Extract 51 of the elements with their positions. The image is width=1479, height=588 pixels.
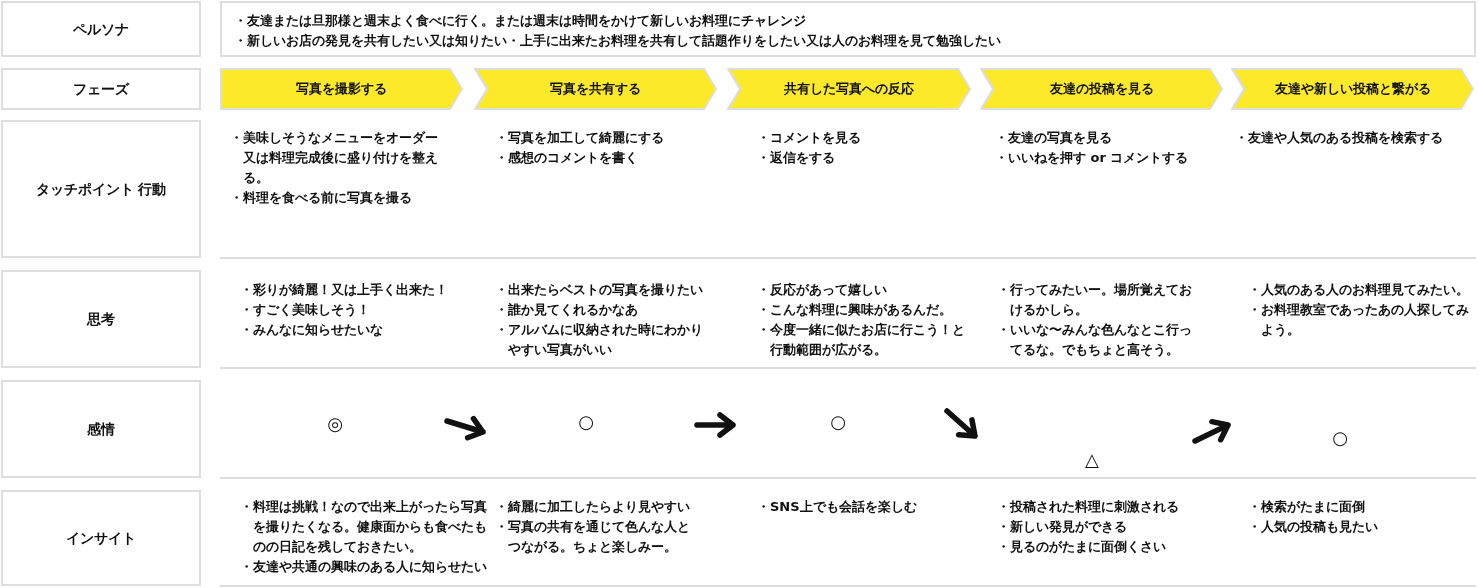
bullet-text: ・いいな〜みんな色んなとこ行ってるな。でもちょと高そう。 [997,321,1193,359]
bullet-text: ・美味しそうなメニューをオーダー又は料理完成後に盛り付けを整える。 [230,129,439,187]
phase-band: 友達や新しい投稿と繋がる [1231,68,1474,110]
bullet-text: ・写真の共有を通じて色んな人とつながる。ちょと楽しみー。 [495,518,691,556]
persona-box [220,1,1476,57]
phase-band: 写真を共有する [474,68,717,110]
emotion-mark: △ [1085,450,1099,470]
bullet-text: ・見るのがたまに面倒くさい [997,538,1167,556]
phase-band: 写真を撮影する [220,68,463,110]
bullet-text: ・反応があって嬉しい [757,281,888,299]
bullet-text: ・人気の投稿も見たい [1248,518,1379,536]
bullet-text: ・友達の写真を見る [995,129,1113,147]
emotion-mark: ○ [578,412,594,432]
bullet-text: ・行ってみたいー。場所覚えておけるかしら。 [997,281,1193,319]
bullet-text: ・友達や人気のある投稿を検索する [1235,129,1444,147]
bullet-text: ・みんなに知らせたいな [240,321,384,339]
bullet-text: ・人気のある人のお料理見てみたい。 [1248,281,1470,299]
bullet-text: ・こんな料理に興味があるんだ。 [757,301,953,319]
bullet-text: ・新しい発見ができる [997,518,1128,536]
bullet-text: ・誰か見てくれるかなあ [495,301,639,319]
emotion-mark: ○ [1332,428,1348,448]
row-header-box: 思考 [1,270,201,368]
bullet-text: ・料理を食べる前に写真を撮る [230,189,413,207]
bullet-text: ・すごく美味しそう！ [240,301,371,319]
bullet-text: ・検索がたまに面倒 [1248,498,1366,516]
persona-text: ・友達または旦那様と週末よく食べに行く。または週末は時間をかけて新しいお料理にチャレンジ [234,12,807,30]
bullet-text: ・アルバムに収納された時にわかりやすい写真がいい [495,321,704,359]
bullet-text: ・写真を加工して綺麗にする [495,129,665,147]
phase-band: 友達の投稿を見る [980,68,1223,110]
row-header-box: タッチポイント 行動 [1,120,201,258]
bullet-text: ・いいねを押す or コメントする [995,149,1190,167]
bullet-text: ・綺麗に加工したらより見やすい [495,498,691,516]
bullet-text: ・友達や共通の興味のある人に知らせたい [240,558,488,576]
bullet-text: ・投稿された料理に刺激される [997,498,1180,516]
phase-band: 共有した写真への反応 [727,68,971,110]
row-header-box: フェーズ [1,68,201,110]
bullet-text: ・返信をする [757,149,836,167]
row-header-box: ペルソナ [1,1,201,57]
row-header-box: インサイト [1,490,201,586]
bullet-text: ・彩りが綺麗！又は上手く出来た！ [240,281,449,299]
bullet-text: ・出来たらベストの写真を撮りたい [495,281,704,299]
bullet-text: ・料理は挑戦！なので出来上がったら写真を撮りたくなる。健康面からも食べたものの日記を残しておきたい。 [240,498,488,556]
persona-text: ・新しいお店の発見を共有したい又は知りたい・上手に出来たお料理を共有して話題作りをしたい又は人のお料理を見て勉強したい [234,32,1002,50]
bullet-text: ・感想のコメントを書く [495,149,639,167]
bullet-text: ・SNS上でも会話を楽しむ [757,498,918,516]
row-header-box: 感情 [1,380,201,478]
bullet-text: ・お料理教室であったあの人探してみよう。 [1248,301,1470,339]
emotion-mark: ○ [830,412,846,432]
bullet-text: ・コメントを見る [757,129,862,147]
bullet-text: ・今度一緒に似たお店に行こう！と行動範囲が広がる。 [757,321,966,359]
emotion-mark: ◎ [327,414,343,434]
